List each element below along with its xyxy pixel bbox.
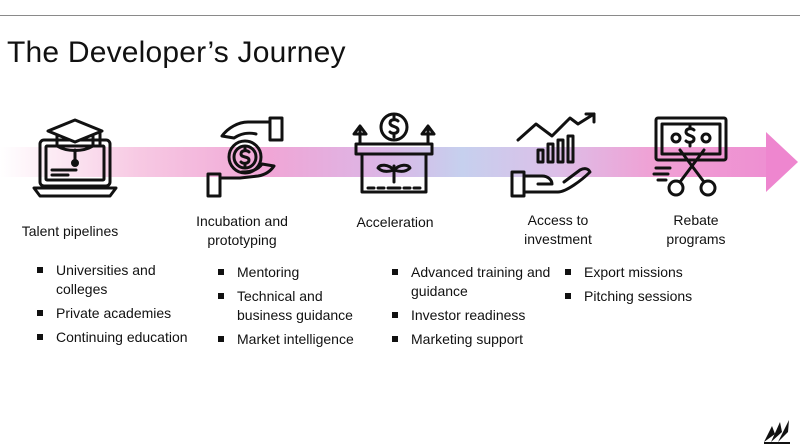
access-to-investment-bullets: Export missions Pitching sessions: [564, 263, 724, 311]
stage-label-incubation: Incubation and prototyping: [196, 213, 288, 248]
laptop-graduation-cap-icon: [30, 110, 122, 202]
page-title: The Developer’s Journey: [7, 36, 346, 69]
journey-arrow-head: [766, 132, 798, 192]
stage-label-talent-pipelines: Talent pipelines: [21, 223, 119, 239]
hand-growth-chart-icon: [508, 110, 600, 202]
list-item: Pitching sessions: [564, 287, 724, 306]
list-item: Export missions: [564, 263, 724, 282]
list-item: Universities and colleges: [36, 261, 196, 299]
list-item: Market intelligence: [217, 330, 377, 349]
cut-banknote-scissors-icon: [650, 110, 742, 202]
incubation-bullets: Mentoring Technical and business guidanc…: [217, 263, 377, 354]
hand-dollar-coin-icon: [200, 112, 292, 204]
seedling-box-dollar-icon: [348, 108, 440, 200]
list-item: Private academies: [36, 304, 196, 323]
list-item: Marketing support: [391, 330, 551, 349]
list-item: Mentoring: [217, 263, 377, 282]
top-divider: [0, 15, 800, 16]
list-item: Technical and business guidance: [217, 287, 377, 325]
acceleration-bullets: Advanced training and guidance Investor …: [391, 263, 551, 354]
talent-pipelines-bullets: Universities and colleges Private academ…: [36, 261, 196, 352]
stage-label-access-to-investment: Access to investment: [524, 212, 592, 247]
stage-label-acceleration: Acceleration: [356, 214, 434, 230]
list-item: Investor readiness: [391, 306, 551, 325]
brand-logo-icon: [762, 418, 792, 448]
list-item: Advanced training and guidance: [391, 263, 551, 301]
list-item: Continuing education: [36, 328, 196, 347]
stage-label-rebate-programs: Rebate programs: [666, 212, 726, 247]
